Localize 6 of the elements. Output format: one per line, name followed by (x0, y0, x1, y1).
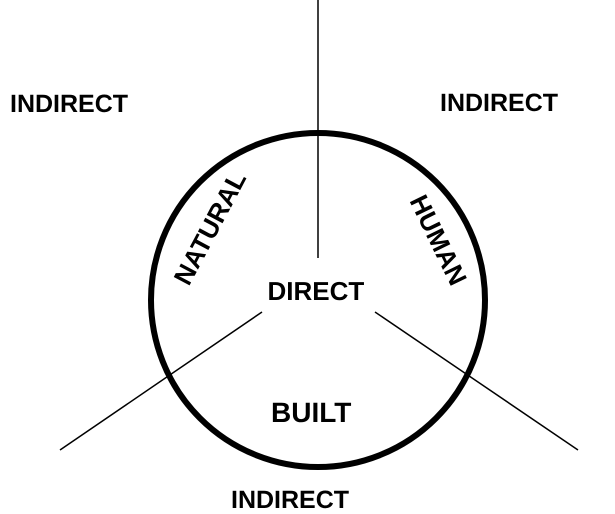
sector-label: BUILT (271, 399, 352, 427)
sector-label: INDIRECT (440, 91, 558, 116)
circle (148, 130, 488, 470)
center-label: DIRECT (268, 278, 364, 304)
sector-label: INDIRECT (10, 92, 128, 117)
sector-label: INDIRECT (231, 488, 350, 513)
